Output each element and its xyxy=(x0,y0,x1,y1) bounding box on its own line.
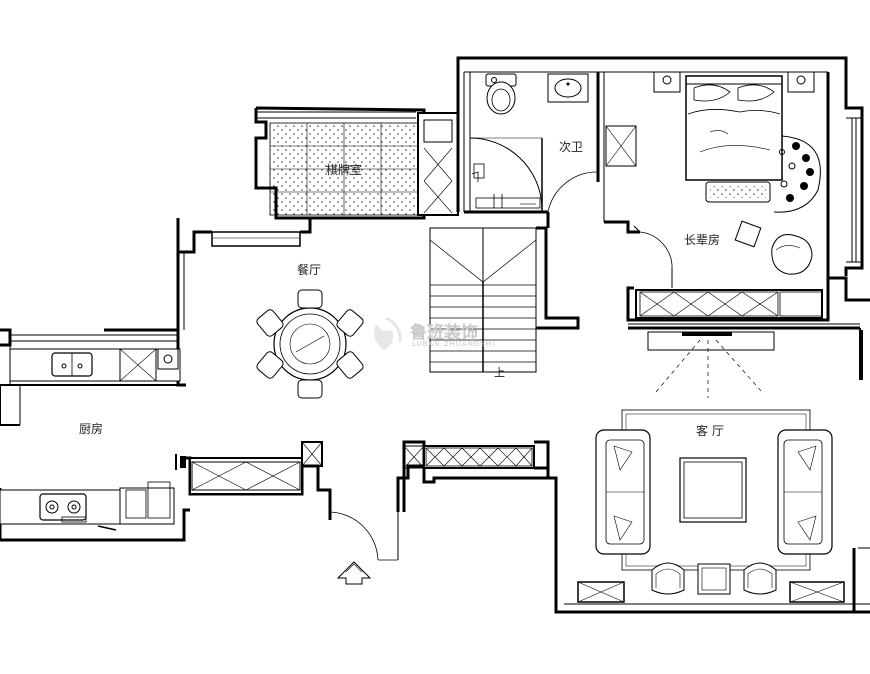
room-label-kitchen: 厨房 xyxy=(79,422,104,436)
living-storage xyxy=(396,440,550,512)
staircase xyxy=(429,226,580,373)
entry-arrow-icon xyxy=(336,561,372,585)
chess-room xyxy=(254,106,459,220)
sink-counter xyxy=(9,348,181,382)
tv xyxy=(647,331,775,398)
watermark-cn: 鲁班装饰 xyxy=(410,323,478,343)
second-bathroom xyxy=(456,56,864,276)
dining-table xyxy=(256,289,364,399)
living-walls xyxy=(548,330,870,614)
stove xyxy=(39,493,87,521)
corridor-storage xyxy=(175,441,332,512)
entry-door xyxy=(328,511,399,561)
stair-up-label: 上 xyxy=(494,366,505,379)
storage-cabinet xyxy=(417,112,459,216)
washbasin xyxy=(547,73,589,103)
dining-sideboard xyxy=(211,231,301,247)
room-label-elder-bedroom: 长辈房 xyxy=(684,233,721,247)
elder-bedroom xyxy=(604,71,870,380)
coffee-table xyxy=(679,457,747,523)
room-label-dining: 餐厅 xyxy=(297,263,322,277)
room-label-second-bath: 次卫 xyxy=(559,140,584,154)
room-label-living: 客 厅 xyxy=(696,424,724,438)
room-label-chess: 棋牌室 xyxy=(326,163,363,177)
stove-counter xyxy=(0,489,121,525)
watermark-en: LUBAN ZHUANGSHI xyxy=(412,340,496,348)
kitchen xyxy=(0,328,190,542)
living-furniture xyxy=(595,409,833,595)
dining-walls xyxy=(176,216,424,330)
wardrobe xyxy=(635,289,823,319)
watermark-logo-icon xyxy=(374,316,402,350)
